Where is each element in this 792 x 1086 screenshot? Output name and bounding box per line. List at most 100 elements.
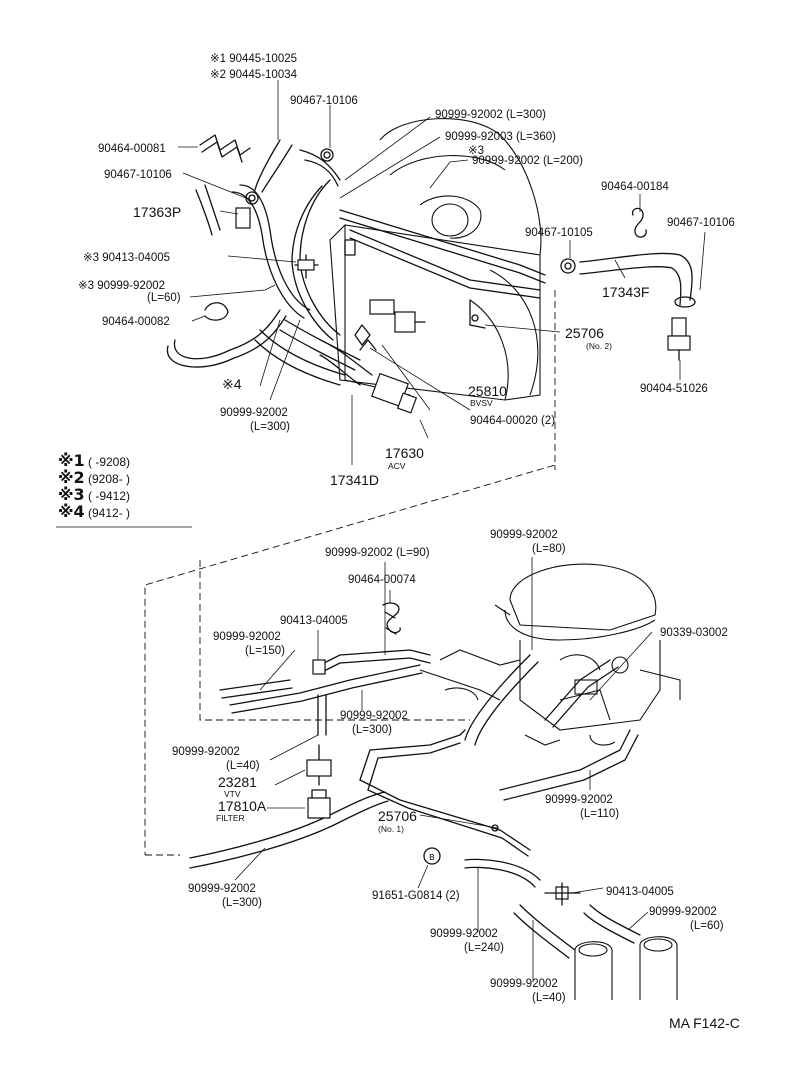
- clip-90464-00184: [631, 207, 647, 238]
- label-90999-92002-l300-b: 90999-92002: [220, 407, 288, 419]
- label-90404-51026: 90404-51026: [640, 383, 708, 395]
- bolt-91651: B: [423, 847, 441, 865]
- label-23281: 23281: [218, 774, 257, 790]
- label-25810: 25810: [468, 383, 507, 399]
- label-90999-92002-l60-b-len: (L=60): [690, 920, 724, 932]
- label-90999-92002-l80-len: (L=80): [532, 543, 566, 555]
- clip-90464-00074: [382, 602, 401, 635]
- label-17363P: 17363P: [133, 204, 181, 220]
- clamp-90467-10105: [560, 258, 576, 274]
- label-90464-00020: 90464-00020 (2): [470, 415, 555, 427]
- label-23281-sub: VTV: [224, 789, 241, 799]
- vtv-23281: [306, 744, 332, 786]
- clip-90464-00081: [199, 134, 251, 163]
- label-90999-92002-l90: 90999-92002 (L=90): [325, 547, 430, 559]
- leader-lines-top: [178, 80, 706, 465]
- label-90999-92002-l110-len: (L=110): [580, 808, 619, 820]
- carburetor-body: [419, 563, 681, 746]
- label-91651-60814: 91651-G0814 (2): [372, 890, 460, 902]
- figure-code: MA F142-C: [669, 1015, 740, 1031]
- section-dashed-frame: [144, 290, 556, 856]
- label-90413-04005-c: 90413-04005: [606, 886, 674, 898]
- label-90413-04005-b: 90413-04005: [280, 615, 348, 627]
- legend-row2-range: (9208- ): [88, 472, 130, 486]
- label-90999-92002-l40-b: 90999-92002: [490, 978, 558, 990]
- label-90999-92002-l60-a: ※3 90999-92002: [78, 280, 165, 292]
- label-90999-92002-l200: 90999-92002 (L=200): [472, 155, 583, 167]
- label-90999-92002-l60-b: 90999-92002: [649, 906, 717, 918]
- engine-block-top: [329, 118, 542, 401]
- bracket-pipe-top: [339, 209, 546, 329]
- label-90445-10034: ※2 90445-10034: [210, 69, 298, 81]
- clamp-90467-10106-c: [674, 296, 696, 308]
- label-90999-92002-l300-d-len: (L=300): [222, 897, 262, 909]
- label-90999-92002-l300-top: 90999-92002 (L=300): [435, 109, 546, 121]
- label-90464-00082: 90464-00082: [102, 316, 170, 328]
- label-90464-00081: 90464-00081: [98, 143, 166, 155]
- label-90999-92002-l300-b-len: (L=300): [250, 421, 290, 433]
- legend-row2-mark: ※2: [58, 468, 85, 487]
- hoses-bottom: [189, 649, 641, 959]
- label-17630: 17630: [385, 445, 424, 461]
- label-90999-92002-l300-c-len: (L=300): [352, 724, 392, 736]
- label-90999-92002-l80: 90999-92002: [490, 529, 558, 541]
- label-90339-03002: 90339-03002: [660, 627, 728, 639]
- label-90464-00074: 90464-00074: [348, 574, 416, 586]
- clip-90464-00020: [354, 324, 377, 351]
- legend-row3-range: ( -9412): [88, 489, 130, 503]
- filter-17810A: [307, 789, 331, 819]
- bolt-b-label: B: [429, 852, 435, 862]
- label-90999-92002-l40-a: 90999-92002: [172, 746, 240, 758]
- legend-row1-range: ( -9208): [88, 455, 130, 469]
- label-90413-04005-a: ※3 90413-04005: [83, 252, 170, 264]
- label-note3-top: ※3: [468, 145, 484, 157]
- canisters-bottom: [574, 936, 678, 1000]
- label-90999-92002-l110: 90999-92002: [545, 794, 613, 806]
- clip-90464-00082: [204, 302, 229, 321]
- hose-90339-03002: [544, 659, 619, 728]
- label-25706-no1: 25706: [378, 808, 417, 824]
- tee-90413-04005-b: [312, 659, 326, 675]
- label-note4: ※4: [222, 376, 242, 392]
- hose-17341D: [319, 344, 373, 386]
- label-90445-10025: ※1 90445-10025: [210, 53, 297, 65]
- label-17630-sub: ACV: [388, 461, 406, 471]
- label-90999-92002-l300-c: 90999-92002: [340, 710, 408, 722]
- acv-17630: [371, 372, 418, 414]
- label-90467-10106-a: 90467-10106: [290, 95, 358, 107]
- hose-17343F: [579, 252, 693, 306]
- label-90467-10105: 90467-10105: [525, 227, 593, 239]
- label-25706-no1-sub: (No. 1): [378, 824, 404, 834]
- label-90999-92002-l240: 90999-92002: [430, 928, 498, 940]
- label-90999-92002-l150: 90999-92002: [213, 631, 281, 643]
- bvsv-25810: [369, 299, 426, 333]
- label-17341D: 17341D: [330, 472, 379, 488]
- label-17810A-sub: FILTER: [216, 813, 245, 823]
- label-90999-92002-l240-len: (L=240): [464, 942, 504, 954]
- label-90999-92002-l40-a-len: (L=40): [226, 760, 260, 772]
- clamp-90467-10106-a: [320, 148, 334, 162]
- label-90467-10106-b: 90467-10106: [104, 169, 172, 181]
- label-90467-10106-c: 90467-10106: [667, 217, 735, 229]
- label-17343F: 17343F: [602, 284, 649, 300]
- check-valve-90404-51026: [667, 317, 691, 361]
- legend-row3-mark: ※3: [58, 485, 85, 504]
- label-90464-00184: 90464-00184: [601, 181, 669, 193]
- label-90999-92002-l150-len: (L=150): [245, 645, 285, 657]
- label-90999-92002-l60-a-len: (L=60): [147, 292, 181, 304]
- leader-lines-bottom: [234, 557, 653, 982]
- legend-row4-range: (9412- ): [88, 506, 130, 520]
- label-90999-92003-l360: 90999-92003 (L=360): [445, 131, 556, 143]
- label-90999-92002-l300-d: 90999-92002: [188, 883, 256, 895]
- legend: ※1 ( -9208) ※2 (9208- ) ※3 ( -9412) ※4 (…: [56, 451, 192, 528]
- vsv-17363P: [235, 207, 251, 229]
- tee-90413-04005-c: [544, 882, 581, 906]
- label-25706-no2: 25706: [565, 325, 604, 341]
- label-25706-no2-sub: (No. 2): [586, 341, 612, 351]
- vacuum-pipe-25706-no1: [359, 729, 531, 857]
- label-17810A: 17810A: [218, 798, 267, 814]
- part-labels: ※1 90445-10025 ※2 90445-10034 90467-1010…: [78, 53, 735, 1004]
- label-90999-92002-l40-b-len: (L=40): [532, 992, 566, 1004]
- legend-row4-mark: ※4: [58, 502, 85, 521]
